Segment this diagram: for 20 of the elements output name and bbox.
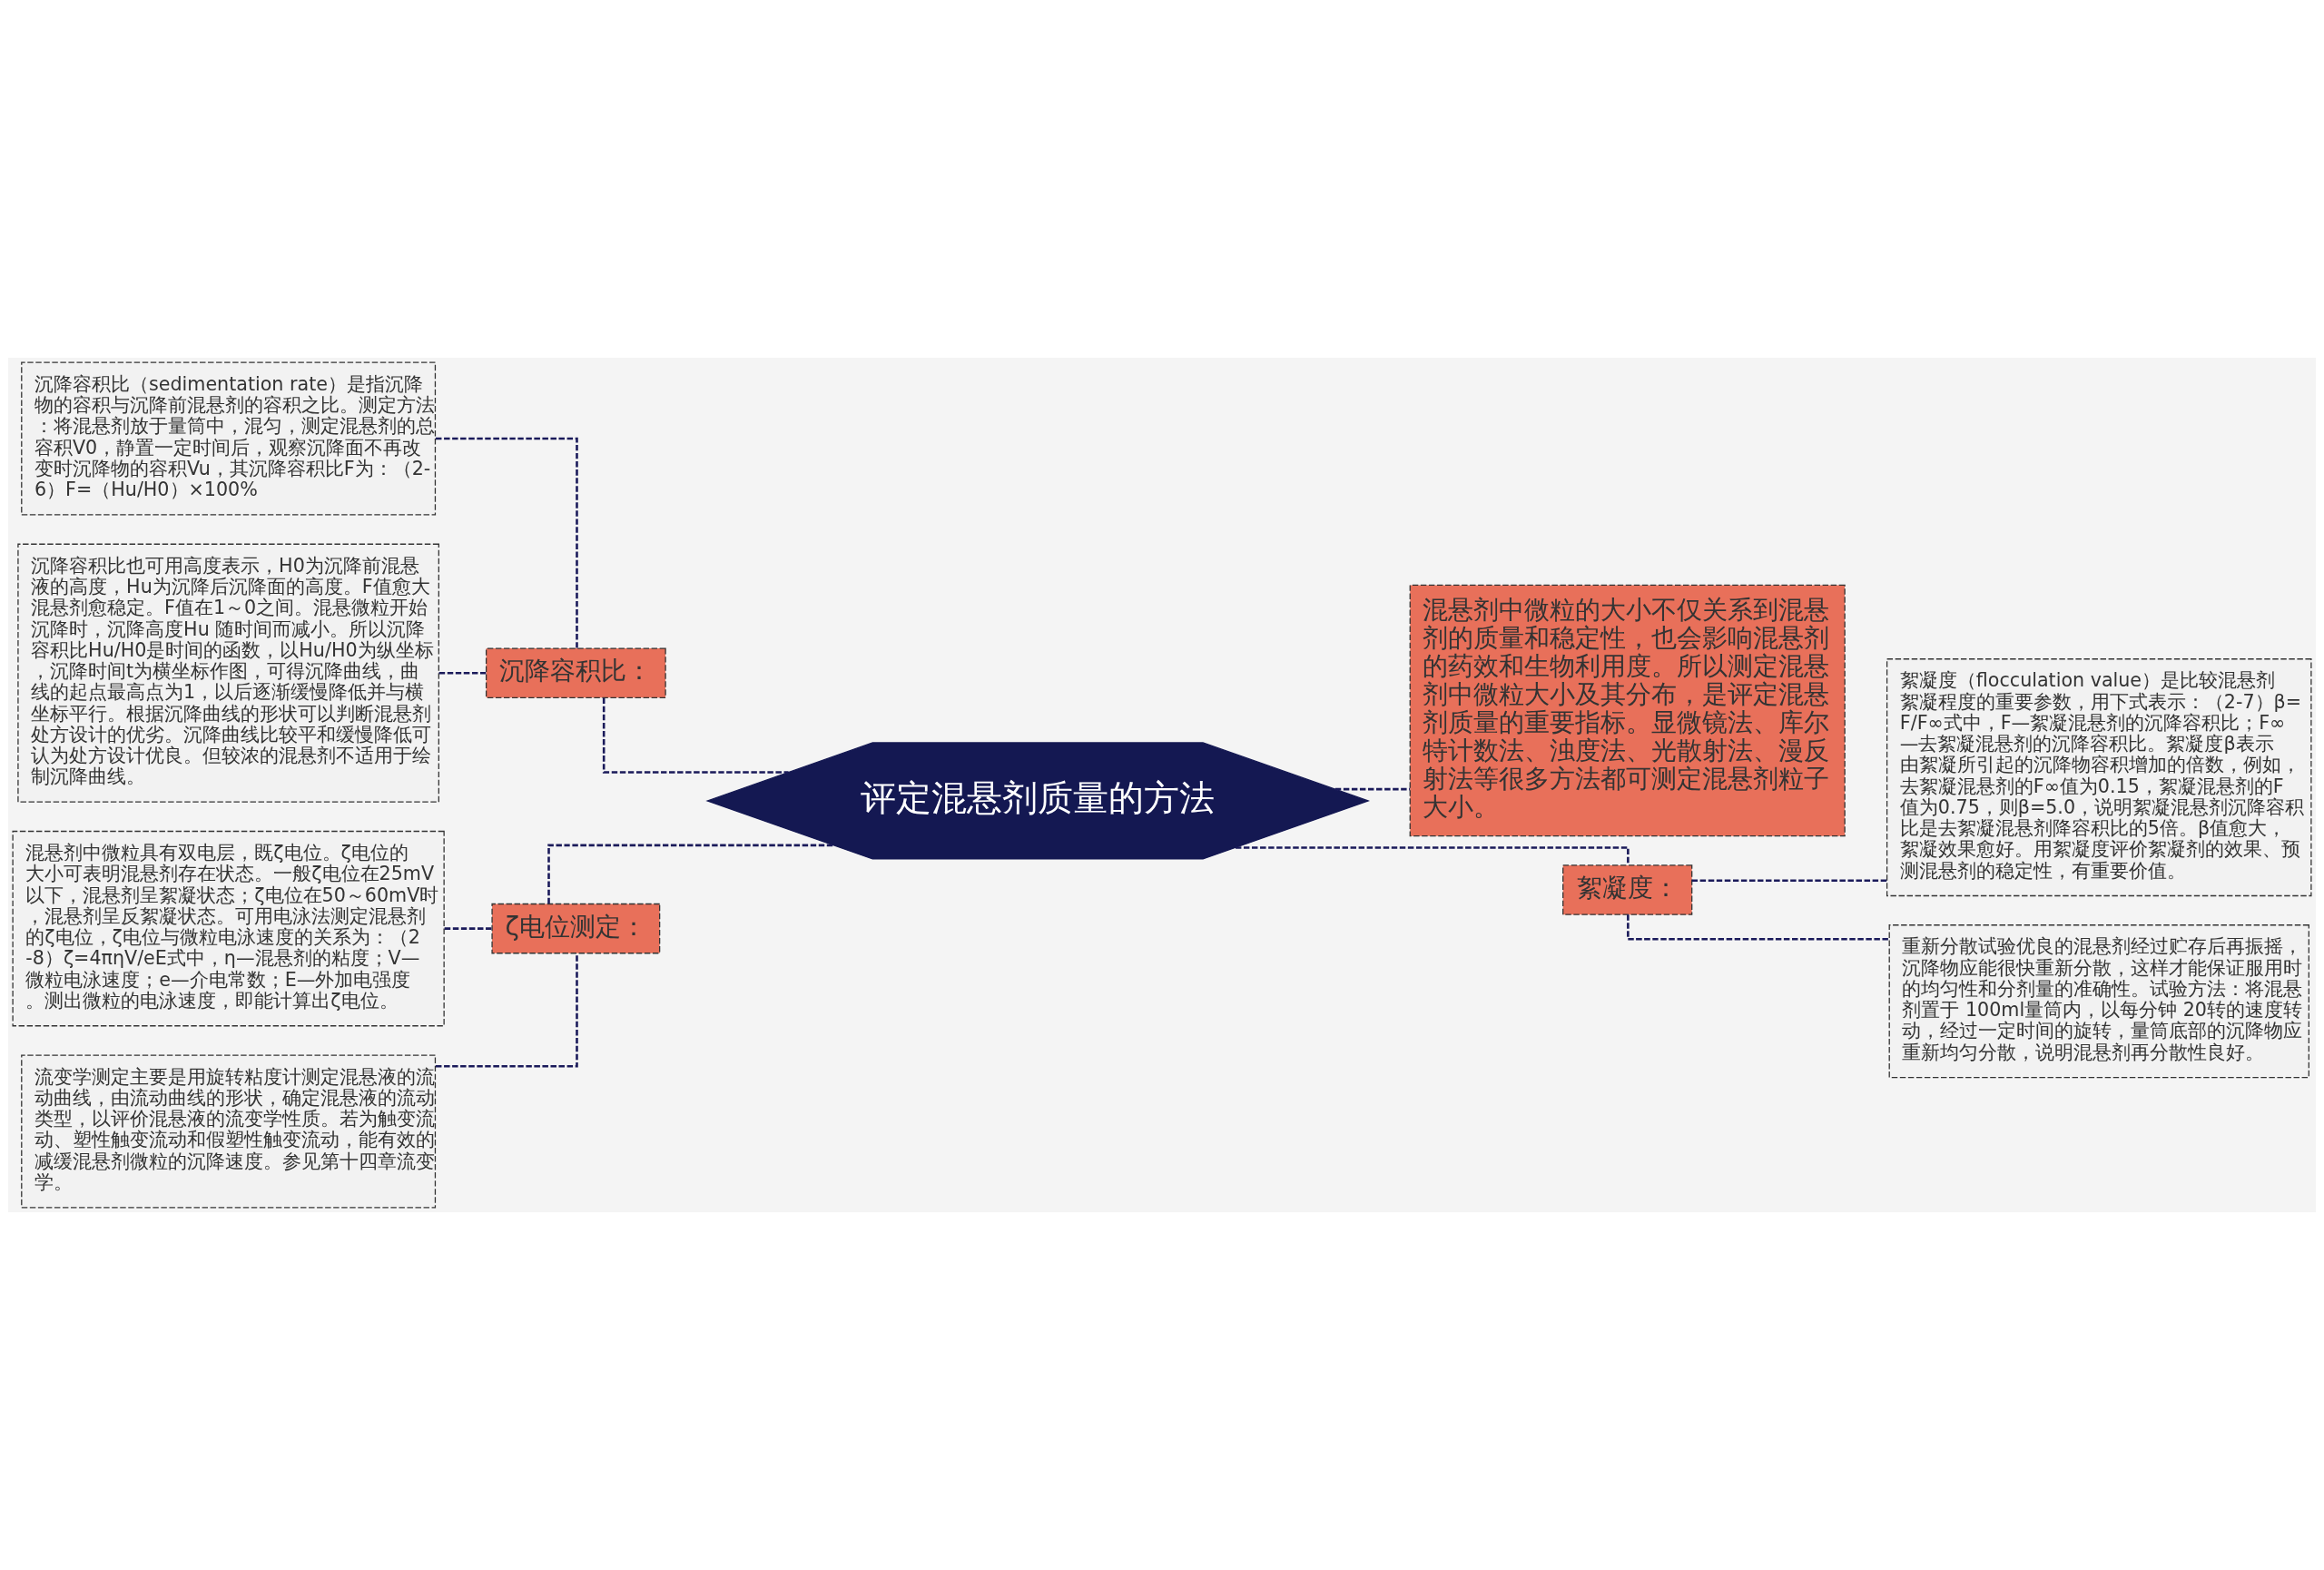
connector: [1691, 879, 1887, 882]
node-box: 流变学测定主要是用旋转粘度计测定混悬液的流动曲线，由流动曲线的形状，确定混悬液的流动类型，以评价混悬液的流变学性质。若为触变流动、塑性触变流动和假塑性触变流动，能有效的减缓混悬剂微粒的沉降速度。参见第十四章流变学。: [21, 1054, 437, 1209]
node-box: 混悬剂中微粒的大小不仅关系到混悬剂的质量和稳定性，也会影响混悬剂的药效和生物利用度。所以测定混悬剂中微粒大小及其分布，是评定混悬剂质量的重要指标。显微镜法、库尔特计数法、浊度法、光散射法、漫反射法等很多方法都可测定混悬剂粒子大小。: [1409, 584, 1846, 837]
connector: [435, 953, 578, 1068]
node-box: 絮凝度：: [1562, 864, 1693, 915]
connector: [1236, 846, 1630, 865]
node-box: 重新分散试验优良的混悬剂经过贮存后再振摇，沉降物应能很快重新分散，这样才能保证服用时的均匀性和分剂量的准确性。试验方法：将混悬剂置于 100ml量筒内，以每分钟 20转的速度转动，经过一定时间的旋转，量筒底部的沉降物应重新均匀分散，说明混悬剂再分散性良好。: [1888, 924, 2309, 1079]
connector: [1627, 914, 1889, 941]
connector: [444, 927, 492, 930]
connector: [435, 437, 578, 649]
connector: [1334, 787, 1411, 791]
node-box: 沉降容积比：: [485, 647, 666, 698]
connector: [438, 671, 487, 675]
connector: [602, 697, 789, 774]
node-box: 混悬剂中微粒具有双电层，既ζ电位。ζ电位的大小可表明混悬剂存在状态。一般ζ电位在25mV以下，混悬剂呈絮凝状态；ζ电位在50～60mV时，混悬剂呈反絮凝状态。可用电泳法测定混悬剂的ζ电位，ζ电位与微粒电泳速度的关系为：（2-8）ζ=4πηV/eE式中，η—混悬剂的粘度；V—微粒电泳速度；e—介电常数；E—外加电强度。测出微粒的电泳速度，即能计算出ζ电位。: [12, 830, 445, 1027]
connector: [547, 844, 834, 904]
node-box: ζ电位测定：: [491, 903, 661, 954]
node-box: 沉降容积比也可用高度表示，H0为沉降前混悬液的高度，Hu为沉降后沉降面的高度。F值愈大混悬剂愈稳定。F值在1～0之间。混悬微粒开始沉降时，沉降高度Hu 随时间而减小。所以沉降容积比Hu/H0是时间的函数，以Hu/H0为纵坐标，沉降时间t为横坐标作图，可得沉降曲线，曲线的起点最高点为1，以后逐渐缓慢降低并与横坐标平行。根据沉降曲线的形状可以判断混悬剂处方设计的优劣。沉降曲线比较平和缓慢降低可认为处方设计优良。但较浓的混悬剂不适用于绘制沉降曲线。: [17, 543, 439, 803]
node-box: 沉降容积比（sedimentation rate）是指沉降物的容积与沉降前混悬剂的容积之比。测定方法：将混悬剂放于量筒中，混匀，测定混悬剂的总容积V0，静置一定时间后，观察沉降面不再改变时沉降物的容积Vu，其沉降容积比F为：（2-6）F=（Hu/H0）×100%: [21, 361, 437, 516]
node-box: 絮凝度（flocculation value）是比较混悬剂絮凝程度的重要参数，用下式表示：（2-7）β=F/F∞式中，F—絮凝混悬剂的沉降容积比；F∞ —去絮凝混悬剂的沉降容积比。絮凝度β表示由絮凝所引起的沉降物容积增加的倍数，例如，去絮凝混悬剂的F∞值为0.15，絮凝混悬剂的F值为0.75，则β=5.0，说明絮凝混悬剂沉降容积比是去絮凝混悬剂降容积比的5倍。β值愈大，絮凝效果愈好。用絮凝度评价絮凝剂的效果、预测混悬剂的稳定性，有重要价值。: [1886, 658, 2312, 897]
